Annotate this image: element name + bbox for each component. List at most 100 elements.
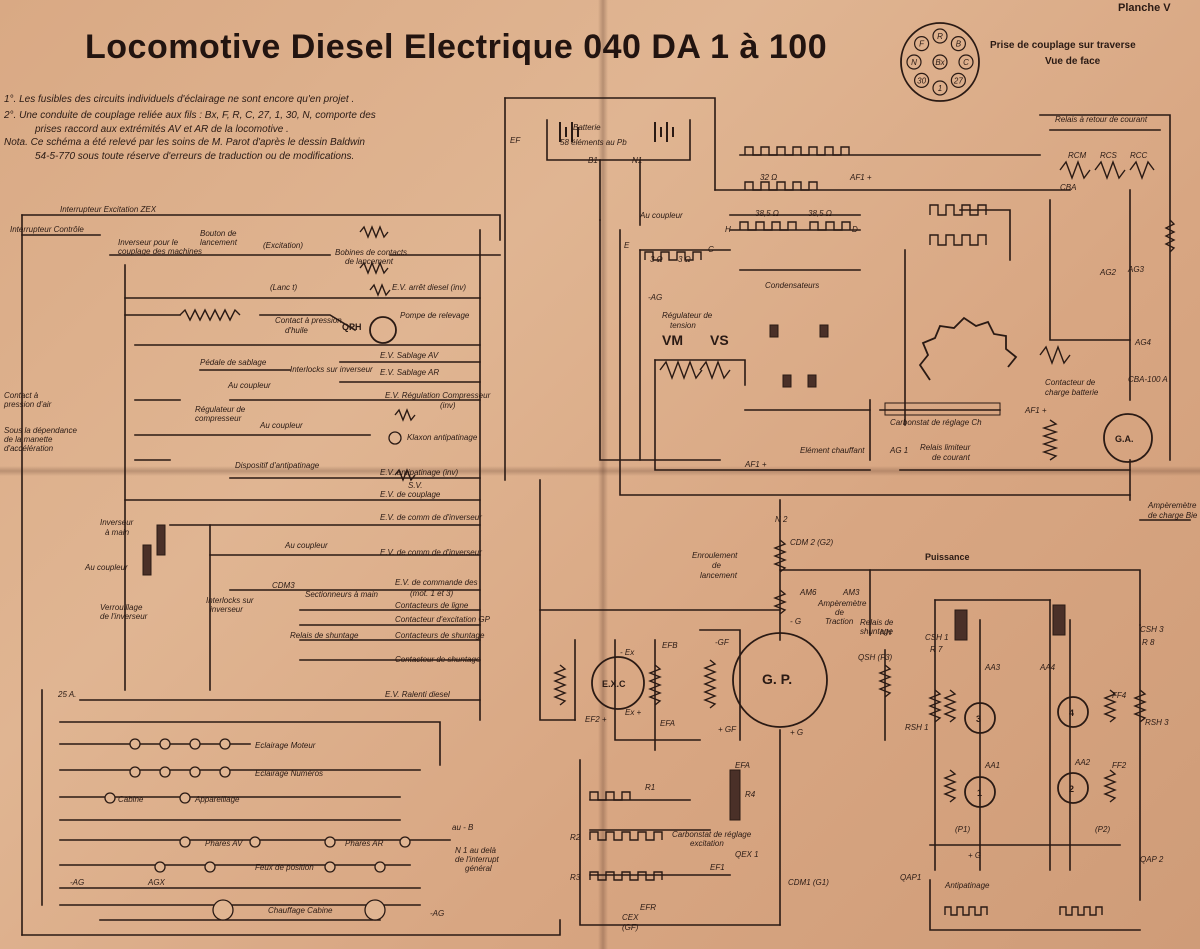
contact-pression-label: Contact à pression [275,316,342,325]
eclairage-moteur-wire [59,721,441,766]
am6-label: AM6 [799,588,817,597]
socket-pin-label: N [911,58,917,67]
aux-generator-ga [1103,413,1153,463]
phares-av-label: Phares AV [205,839,243,848]
lamp-moteur-4 [219,738,231,750]
antipatinage-bottom [929,879,1141,931]
ef2-label: EF2 + [585,715,607,724]
n2-label: N 2 [775,515,788,524]
rcc-coil [1129,160,1155,180]
efa-label: EFA [660,719,675,728]
relais-shuntage-label: Relais de shuntage [290,631,359,640]
element-chauffant-label: Elément chauffant [800,446,865,455]
lamp-phare-ar-2 [399,836,411,848]
ag3-label: AG3 [1127,265,1145,274]
aa3-label: AA3 [984,663,1001,672]
csh3-label: CSH 3 [1140,625,1164,634]
exc-label: E.X.C [602,679,626,689]
vs-coil [699,360,731,380]
r3-grid [589,871,663,881]
note-1: 1°. Les fusibles des circuits individuel… [4,94,355,105]
lamp-moteur-1 [129,738,141,750]
relais-limiteur-label: Relais limiteur [920,443,971,452]
lamp-cabine [104,792,116,804]
e-label: E [624,241,630,250]
inverseur-couplage-label-2: couplage des machines [118,247,202,256]
socket-pin [958,54,974,70]
contact-pression-air-label: Contact à [4,391,39,400]
note-nota: Nota. Ce schéma a été relevé par les soi… [4,137,365,148]
condensateurs-label: Condensateurs [765,281,819,290]
lamp-feux-1 [154,861,166,873]
battery-symbol [559,122,674,142]
feux-position-label: Feux de position [255,863,314,872]
csh1-label: CSH 1 [925,633,949,642]
ampermetre-traction-label-3: Traction [825,617,854,626]
b1-down-wire [599,219,721,461]
socket-pin-label: R [937,32,943,41]
motor-1-label: 1 [977,788,982,798]
b1-label: B1 [588,156,598,165]
grid-wire [959,209,1011,261]
ag2-label: AG2 [1099,268,1117,277]
lamp-numeros-1 [129,766,141,778]
contacteur-charge-label-2: charge batterie [1045,388,1099,397]
pedale-sablage-label: Pédale de sablage [200,358,267,367]
af1-right-label: AF1 + [1024,406,1047,415]
interrupteur-controle-label: Interrupteur Contrôle [10,225,84,234]
ev-antipatinage-label: E.V. antipatinage (inv) [380,468,458,477]
socket-pin [932,80,948,96]
r3-label: R3 [570,873,581,882]
enroulement-label: Enroulement [692,551,738,560]
coupleur-wire [619,229,1131,496]
motor-4 [1057,696,1089,728]
cdm2-label: CDM 2 (G2) [790,538,833,547]
contacteurs-shuntage-label: Contacteurs de shuntage [395,631,485,640]
au-coupleur-label: Au coupleur [639,211,683,220]
bobines-label-2: de lancement [345,257,394,266]
qex1-label: QEX 1 [735,850,759,859]
motor-3 [964,702,996,734]
power-left-bus [539,479,576,721]
gf-field [703,659,717,709]
rcs-label: RCS [1100,151,1118,160]
socket-pin-label: 1 [938,84,942,93]
contact-pression-label-2: d'huile [285,326,308,335]
condensateur-h [807,374,817,388]
cba100-label: CBA-100 A [1128,375,1168,384]
exciter-exc [591,656,645,710]
eclairage-moteur-label: Eclairage Moteur [255,741,316,750]
ff1-coil [943,769,957,803]
ag4-label: AG4 [1134,338,1152,347]
motor-2 [1057,772,1089,804]
klaxon-icon [388,431,402,445]
paper-fold-vertical [598,0,608,949]
sv-label: S.V. [408,481,423,490]
n1-aux-label-3: général [465,864,492,873]
ff2-label: FF2 [1112,761,1127,770]
battery-sublabel: 58 éléments au Pb [560,138,627,147]
r385a-label: 38,5 Ω [755,209,779,218]
r7-label: R 7 [930,645,943,654]
ev-ralenti-label: E.V. Ralenti diesel [385,690,450,699]
motor-4-label: 4 [1069,708,1074,718]
motor-2-label: 2 [1069,784,1074,794]
ampermetre-traction-label: Ampèremètre [817,599,867,608]
regulateur-compresseur-label: Régulateur de [195,405,246,414]
heater-2 [364,899,386,921]
ef-top-label: EF [510,136,521,145]
minus-ag-bottom-label: -AG [430,909,444,918]
condensateur-c [769,324,779,338]
contacteur-charge-label: Contacteur de [1045,378,1096,387]
r4-label: R4 [745,790,756,799]
aa2-label: AA2 [1074,758,1091,767]
au-coupleur-4-label: Au coupleur [284,541,328,550]
socket-pin [950,72,966,88]
lamp-appareillage [179,792,191,804]
condensateur-e [782,374,792,388]
interlocks-2-label-2: inverseur [210,605,243,614]
enroulement-coil [773,539,787,573]
ff4-coil [1103,689,1117,723]
sous-dependance-label-2: de la manette [4,435,53,444]
note-2-continued: prises raccord aux extrémités AV et AR d… [35,124,289,135]
